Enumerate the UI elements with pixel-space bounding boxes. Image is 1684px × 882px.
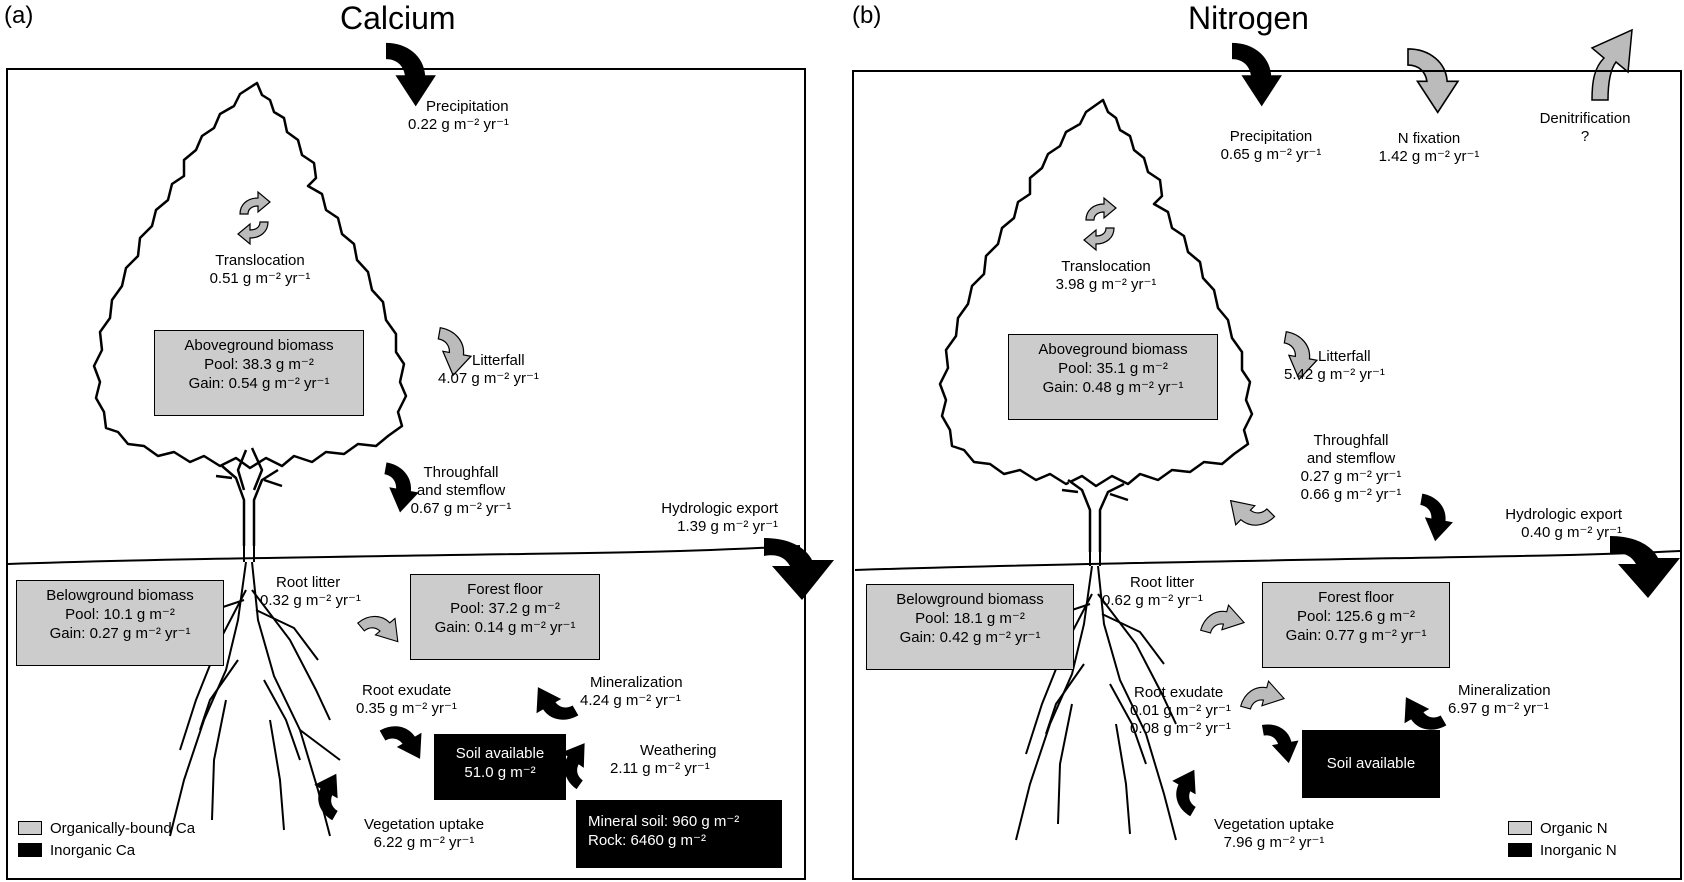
root-litter-label-a: Root litter 0.32 g m⁻² yr⁻¹ — [260, 574, 361, 609]
legend-organic-a: Organically-bound Ca — [18, 820, 195, 838]
hydrologic-export-label-b: Hydrologic export 0.40 g m⁻² yr⁻¹ — [1505, 506, 1622, 541]
panel-b-frame — [852, 70, 1682, 880]
belowground-biomass-box-a: Belowground biomass Pool: 10.1 g m⁻² Gai… — [16, 580, 224, 666]
panel-a-frame — [6, 68, 806, 880]
litterfall-label-a: Litterfall 4.07 g m⁻² yr⁻¹ — [438, 352, 539, 387]
denitrification-arrow-b — [1590, 28, 1633, 101]
hydrologic-export-label-a: Hydrologic export 1.39 g m⁻² yr⁻¹ — [661, 500, 778, 535]
vegetation-uptake-label-b: Vegetation uptake 7.96 g m⁻² yr⁻¹ — [1213, 816, 1335, 851]
vegetation-uptake-label-a: Vegetation uptake 6.22 g m⁻² yr⁻¹ — [363, 816, 485, 851]
panel-a-title: Calcium — [340, 0, 456, 36]
root-exudate-label-b: Root exudate 0.01 g m⁻² yr⁻¹ 0.08 g m⁻² … — [1130, 684, 1231, 737]
organic-swatch — [18, 821, 42, 835]
mineralization-label-a: Mineralization 4.24 g m⁻² yr⁻¹ — [580, 674, 683, 709]
aboveground-biomass-box-b: Aboveground biomass Pool: 35.1 g m⁻² Gai… — [1008, 334, 1218, 420]
precipitation-label-b: Precipitation 0.65 g m⁻² yr⁻¹ — [1220, 128, 1322, 163]
panel-a-letter: (a) — [4, 2, 34, 29]
inorganic-swatch — [18, 843, 42, 857]
root-litter-label-b: Root litter 0.62 g m⁻² yr⁻¹ — [1102, 574, 1203, 609]
legend-organic-b: Organic N — [1508, 820, 1608, 838]
hydrologic-export-arrow-a — [764, 538, 834, 600]
roots-b — [1015, 552, 1177, 841]
translocation-icon-b — [1083, 196, 1117, 252]
belowground-biomass-box-b: Belowground biomass Pool: 18.1 g m⁻² Gai… — [866, 584, 1074, 670]
hydrologic-export-arrow-b — [1610, 536, 1680, 598]
translocation-icon-a — [237, 190, 271, 246]
throughfall-label-a: Throughfall and stemflow 0.67 g m⁻² yr⁻¹ — [410, 464, 512, 517]
weathering-label-a: Weathering 2.11 g m⁻² yr⁻¹ — [610, 742, 717, 777]
mineralization-label-b: Mineralization 6.97 g m⁻² yr⁻¹ — [1448, 682, 1551, 717]
inorganic-swatch — [1508, 843, 1532, 857]
litterfall-label-b: Litterfall 5.42 g m⁻² yr⁻¹ — [1284, 348, 1385, 383]
panel-b-title: Nitrogen — [1188, 0, 1309, 36]
denitrification-label-b: Denitrification ? — [1539, 110, 1631, 145]
n-fixation-label-b: N fixation 1.42 g m⁻² yr⁻¹ — [1378, 130, 1480, 165]
soil-available-box-b: Soil available — [1302, 730, 1440, 798]
root-exudate-label-a: Root exudate 0.35 g m⁻² yr⁻¹ — [356, 682, 457, 717]
legend-inorganic-a: Inorganic Ca — [18, 842, 135, 860]
aboveground-biomass-box-a: Aboveground biomass Pool: 38.3 g m⁻² Gai… — [154, 330, 364, 416]
translocation-label-a: Translocation 0.51 g m⁻² yr⁻¹ — [209, 252, 311, 287]
forest-floor-box-a: Forest floor Pool: 37.2 g m⁻² Gain: 0.14… — [410, 574, 600, 660]
ground-line-a — [7, 545, 801, 565]
mineral-soil-box-a: Mineral soil: 960 g m⁻² Rock: 6460 g m⁻² — [576, 800, 782, 868]
translocation-label-b: Translocation 3.98 g m⁻² yr⁻¹ — [1055, 258, 1157, 293]
forest-floor-box-b: Forest floor Pool: 125.6 g m⁻² Gain: 0.7… — [1262, 582, 1450, 668]
throughfall-label-b: Throughfall and stemflow 0.27 g m⁻² yr⁻¹… — [1300, 432, 1402, 503]
legend-inorganic-b: Inorganic N — [1508, 842, 1617, 860]
organic-swatch — [1508, 821, 1532, 835]
precipitation-label-a: Precipitation 0.22 g m⁻² yr⁻¹ — [408, 98, 509, 133]
soil-available-box-a: Soil available 51.0 g m⁻² — [434, 734, 566, 800]
panel-b-letter: (b) — [852, 2, 882, 29]
roots-a — [169, 546, 341, 837]
